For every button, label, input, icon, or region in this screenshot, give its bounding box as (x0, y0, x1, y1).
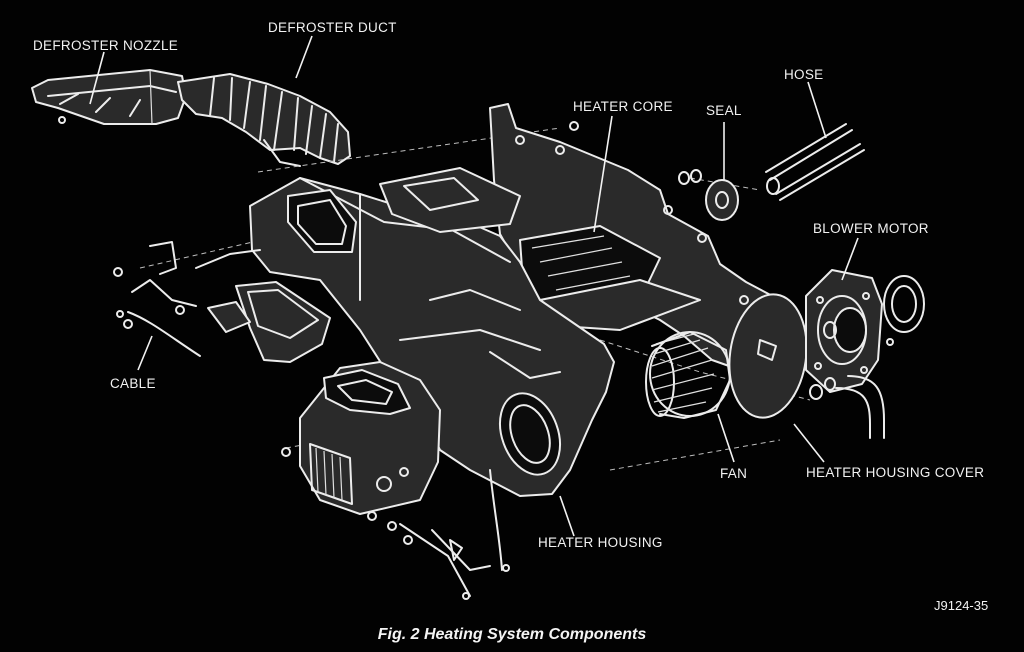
label-defroster-nozzle: DEFROSTER NOZZLE (33, 38, 179, 53)
label-seal: SEAL (706, 103, 742, 118)
label-blower-motor: BLOWER MOTOR (813, 221, 929, 236)
defroster-duct-part (177, 73, 351, 167)
label-heater-housing: HEATER HOUSING (538, 535, 663, 550)
blower-motor-part (805, 269, 925, 439)
fan-part (645, 331, 731, 419)
cable-part (113, 241, 510, 600)
leader-lines (89, 35, 859, 537)
label-hose: HOSE (784, 67, 824, 82)
intake-housing-part (299, 361, 441, 515)
figure-code: J9124-35 (934, 598, 989, 613)
label-defroster-duct: DEFROSTER DUCT (268, 20, 397, 35)
label-heater-housing-cover: HEATER HOUSING COVER (806, 465, 985, 480)
seal-part (678, 169, 739, 221)
heater-housing-part (249, 167, 615, 497)
label-fan: FAN (720, 466, 748, 481)
hose-part (765, 123, 865, 201)
defroster-nozzle-part (31, 69, 187, 125)
figure-caption: Fig. 2 Heating System Components (377, 626, 647, 643)
label-heater-core: HEATER CORE (573, 99, 673, 114)
label-cable: CABLE (110, 376, 156, 391)
air-door-part (207, 281, 331, 363)
